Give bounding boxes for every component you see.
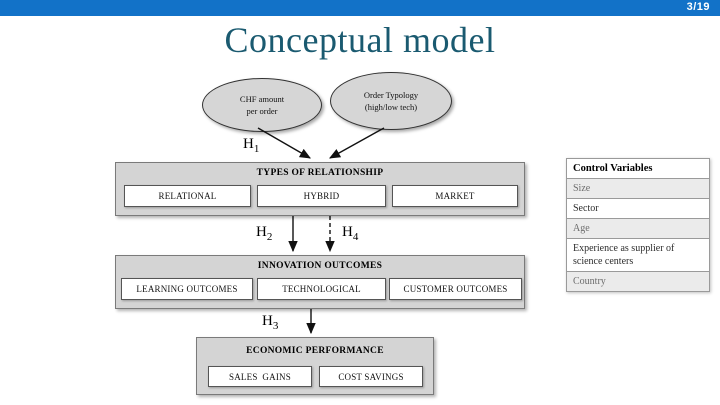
control-variable-experience: Experience as supplier of science center… <box>567 239 709 272</box>
node-order-typology-line1: Order Typology <box>363 90 419 100</box>
item-sales-gains: SALES GAINS <box>208 366 312 387</box>
control-variable-age: Age <box>567 219 709 239</box>
group-innovation-outcomes: INNOVATION OUTCOMES LEARNING OUTCOMES TE… <box>115 255 525 309</box>
item-technological: TECHNOLOGICAL <box>257 278 386 300</box>
group-title-economic-performance: ECONOMIC PERFORMANCE <box>246 346 384 356</box>
item-learning-outcomes: LEARNING OUTCOMES <box>121 278 253 300</box>
hypothesis-label-h4: H4 <box>342 224 359 243</box>
node-order-typology: Order Typology (high/low tech) <box>330 72 452 130</box>
item-market: MARKET <box>392 185 518 207</box>
arrow-h1-left <box>257 127 311 159</box>
slide-number: 3/19 <box>686 1 710 13</box>
top-accent-bar <box>0 0 720 16</box>
control-variables-table: Control Variables Size Sector Age Experi… <box>566 158 710 292</box>
page-title: Conceptual model <box>224 20 496 60</box>
group-title-innovation-outcomes: INNOVATION OUTCOMES <box>257 261 383 271</box>
node-chf-amount: CHF amount per order <box>202 78 322 132</box>
item-relational: RELATIONAL <box>124 185 251 207</box>
group-types-of-relationship: TYPES OF RELATIONSHIP RELATIONAL HYBRID … <box>115 162 525 216</box>
item-hybrid: HYBRID <box>257 185 386 207</box>
group-economic-performance: ECONOMIC PERFORMANCE SALES GAINS COST SA… <box>196 337 434 395</box>
item-customer-outcomes: CUSTOMER OUTCOMES <box>389 278 522 300</box>
node-chf-amount-line1: CHF amount <box>239 94 285 104</box>
node-chf-amount-line2: per order <box>246 106 278 116</box>
control-variable-sector: Sector <box>567 199 709 219</box>
control-variable-size: Size <box>567 179 709 199</box>
control-variables-header: Control Variables <box>567 159 709 179</box>
node-order-typology-line2: (high/low tech) <box>364 102 418 112</box>
control-variable-country: Country <box>567 272 709 291</box>
hypothesis-label-h1: H1 <box>243 136 260 155</box>
arrow-h1-right <box>329 127 385 159</box>
hypothesis-label-h2: H2 <box>256 224 273 243</box>
hypothesis-label-h3: H3 <box>262 313 279 332</box>
group-title-types-of-relationship: TYPES OF RELATIONSHIP <box>256 168 384 178</box>
item-cost-savings: COST SAVINGS <box>319 366 423 387</box>
